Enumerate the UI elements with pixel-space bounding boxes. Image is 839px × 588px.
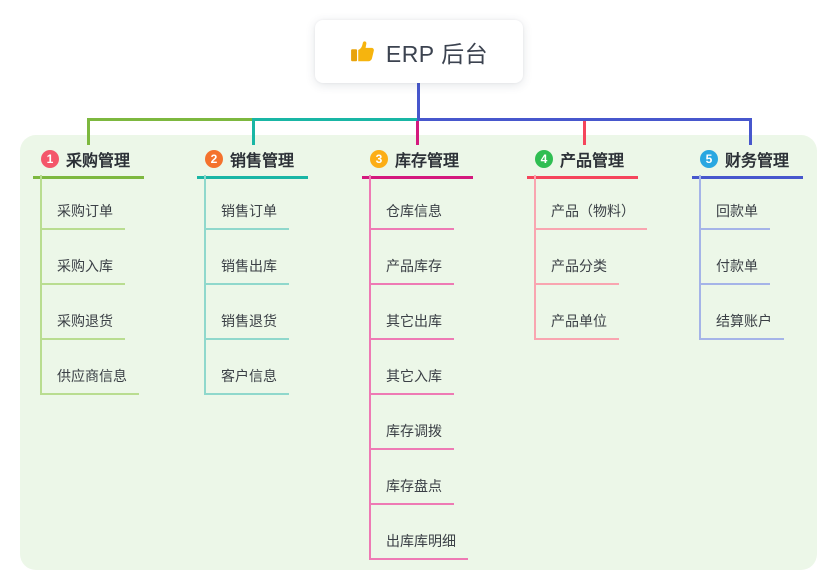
branch-sub-list: 采购订单 采购入库 采购退货 供应商信息 <box>40 179 144 395</box>
branch-vertical-line <box>40 175 42 395</box>
branch-sub-list: 产品（物料） 产品分类 产品单位 <box>534 179 647 340</box>
thumbs-up-icon <box>350 40 374 61</box>
branch-product-header[interactable]: 4 产品管理 <box>527 145 639 179</box>
node-other-inbound[interactable]: 其它入库 <box>369 340 454 395</box>
node-warehouse-info[interactable]: 仓库信息 <box>369 179 454 230</box>
branch-product: 4 产品管理 产品（物料） 产品分类 产品单位 <box>527 145 647 340</box>
branch-label: 财务管理 <box>725 153 790 170</box>
node-product-unit[interactable]: 产品单位 <box>534 285 619 340</box>
root-node[interactable]: ERP 后台 <box>315 20 523 83</box>
branch-purchase: 1 采购管理 采购订单 采购入库 采购退货 供应商信息 <box>33 145 145 395</box>
branch-sub-list: 仓库信息 产品库存 其它出库 其它入库 库存调拨 库存盘点 出库库明细 <box>369 179 473 560</box>
node-outbound-detail[interactable]: 出库库明细 <box>369 505 468 560</box>
branches-panel <box>20 135 817 570</box>
branch-number-badge: 2 <box>205 150 223 168</box>
node-payment-doc[interactable]: 付款单 <box>699 230 770 285</box>
branch-label: 销售管理 <box>230 153 295 170</box>
connector-drop-branch-3 <box>416 121 419 145</box>
node-product-stock[interactable]: 产品库存 <box>369 230 454 285</box>
branch-label: 库存管理 <box>395 153 460 170</box>
branch-vertical-line <box>369 175 371 560</box>
node-customer-info[interactable]: 客户信息 <box>204 340 289 395</box>
connector-drop-branch-1 <box>87 118 90 145</box>
branch-vertical-line <box>534 175 536 340</box>
node-purchase-order[interactable]: 采购订单 <box>40 179 125 230</box>
node-product-material[interactable]: 产品（物料） <box>534 179 647 230</box>
node-purchase-inbound[interactable]: 采购入库 <box>40 230 125 285</box>
node-receipt-doc[interactable]: 回款单 <box>699 179 770 230</box>
branch-label: 产品管理 <box>560 153 625 170</box>
branch-vertical-line <box>204 175 206 395</box>
branch-number-badge: 5 <box>700 150 718 168</box>
connector-horizontal-teal <box>252 118 417 121</box>
node-sales-order[interactable]: 销售订单 <box>204 179 289 230</box>
branch-inventory: 3 库存管理 仓库信息 产品库存 其它出库 其它入库 库存调拨 库存盘点 出库库… <box>362 145 474 560</box>
branch-vertical-line <box>699 175 701 340</box>
node-supplier-info[interactable]: 供应商信息 <box>40 340 139 395</box>
connector-drop-branch-5 <box>749 118 752 145</box>
root-label: ERP 后台 <box>385 40 489 67</box>
connector-drop-branch-4 <box>583 121 586 145</box>
branch-sales: 2 销售管理 销售订单 销售出库 销售退货 客户信息 <box>197 145 309 395</box>
branch-number-badge: 3 <box>370 150 388 168</box>
connector-root-drop <box>417 83 420 121</box>
node-stock-count[interactable]: 库存盘点 <box>369 450 454 505</box>
node-sales-outbound[interactable]: 销售出库 <box>204 230 289 285</box>
node-sales-return[interactable]: 销售退货 <box>204 285 289 340</box>
branch-purchase-header[interactable]: 1 采购管理 <box>33 145 145 179</box>
connector-horizontal-green <box>87 118 252 121</box>
branch-number-badge: 1 <box>41 150 59 168</box>
node-stock-transfer[interactable]: 库存调拨 <box>369 395 454 450</box>
node-other-outbound[interactable]: 其它出库 <box>369 285 454 340</box>
branch-sales-header[interactable]: 2 销售管理 <box>197 145 309 179</box>
branch-sub-list: 回款单 付款单 结算账户 <box>699 179 803 340</box>
node-settlement-account[interactable]: 结算账户 <box>699 285 784 340</box>
branch-finance-header[interactable]: 5 财务管理 <box>692 145 804 179</box>
node-product-category[interactable]: 产品分类 <box>534 230 619 285</box>
branch-sub-list: 销售订单 销售出库 销售退货 客户信息 <box>204 179 308 395</box>
branch-inventory-header[interactable]: 3 库存管理 <box>362 145 474 179</box>
connector-horizontal-blue <box>417 118 752 121</box>
connector-drop-branch-2 <box>252 118 255 145</box>
branch-finance: 5 财务管理 回款单 付款单 结算账户 <box>692 145 804 340</box>
branch-label: 采购管理 <box>66 153 131 170</box>
branch-number-badge: 4 <box>535 150 553 168</box>
node-purchase-return[interactable]: 采购退货 <box>40 285 125 340</box>
